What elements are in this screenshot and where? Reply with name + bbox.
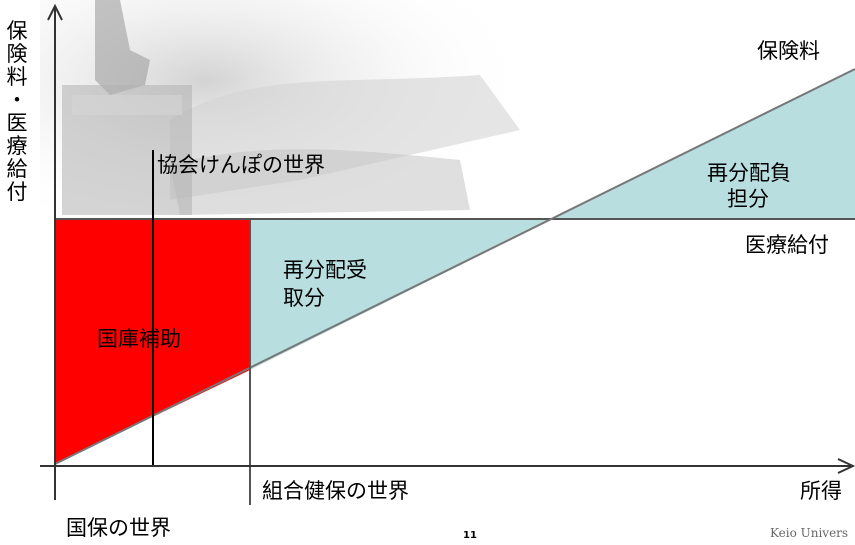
y-axis-label-char: 給 [6,157,28,181]
redistribution-burden-line1: 再分配負 [707,161,791,185]
x-axis-arrow [837,458,855,474]
x-axis-label: 所得 [800,479,842,503]
university-footer: Keio Univers [770,526,849,540]
national-subsidy-label: 国庫補助 [97,327,181,351]
y-axis-label: 保険料・医療給付 [4,20,30,204]
background-photo [40,0,520,230]
y-axis-arrow [47,3,63,21]
redistribution-receive-line2: 取分 [283,286,325,310]
redistribution-receive-area [250,219,553,370]
premium-line [54,68,855,465]
y-axis-label-char: 療 [6,134,28,158]
redistribution-receive-line1: 再分配受 [283,258,367,282]
redistribution-burden-line2: 担分 [727,187,769,211]
y-axis-label-char: ・ [6,88,28,112]
y-axis-label-char: 料 [6,65,28,89]
page-number: 11 [463,530,477,541]
y-axis-label-char: 付 [6,180,28,204]
kumiai-world-label: 組合健保の世界 [262,479,409,503]
y-axis-label-char: 医 [6,111,28,135]
kyokai-world-label: 協会けんぽの世界 [157,153,325,177]
benefit-line-label: 医療給付 [745,233,829,257]
premium-line-label: 保険料 [757,39,820,63]
kokuho-world-label: 国保の世界 [66,516,171,540]
y-axis-label-char: 保 [6,19,28,43]
y-axis-label-char: 険 [6,42,28,66]
